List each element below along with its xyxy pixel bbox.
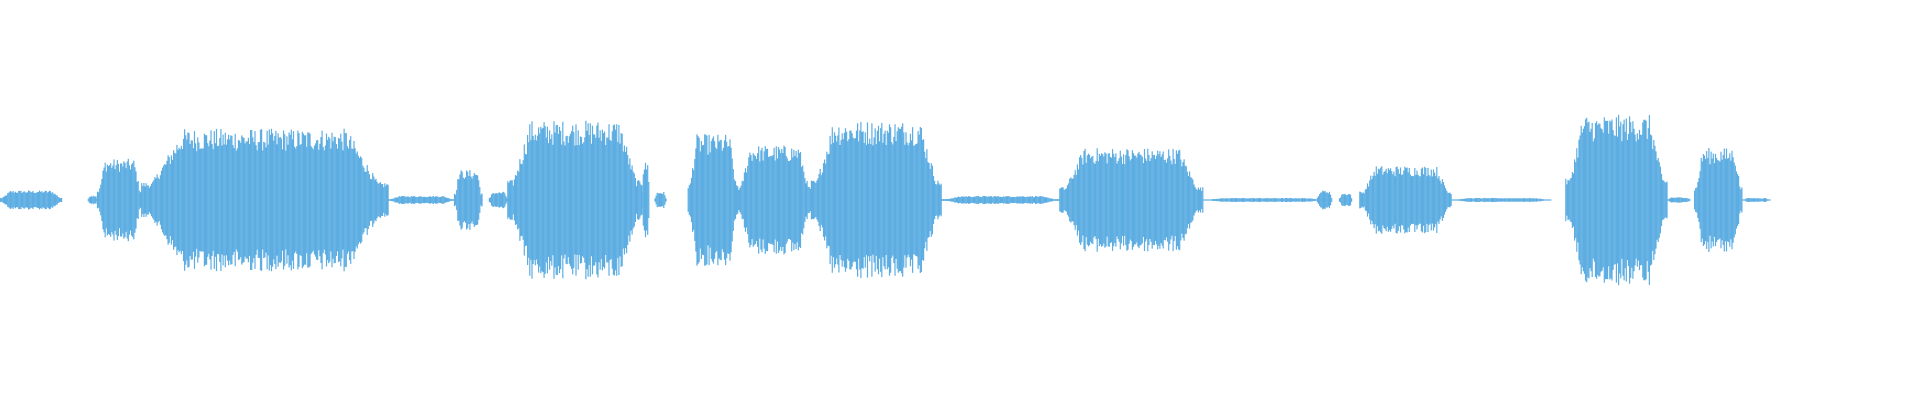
waveform-segment bbox=[1741, 198, 1771, 202]
waveform-segment bbox=[737, 145, 812, 255]
waveform-segment bbox=[687, 134, 739, 266]
waveform-segment bbox=[1316, 190, 1333, 210]
waveform-segment bbox=[507, 120, 643, 280]
waveform-segment bbox=[1059, 148, 1204, 252]
waveform-segment bbox=[96, 158, 143, 242]
waveform-segment bbox=[387, 195, 455, 205]
waveform-segment bbox=[1693, 148, 1743, 252]
waveform-segment bbox=[453, 170, 483, 230]
waveform-segment bbox=[1451, 197, 1552, 203]
waveform-segment bbox=[1666, 197, 1691, 203]
waveform-segment bbox=[488, 191, 508, 209]
waveform-segment bbox=[941, 195, 1061, 205]
waveform-segment bbox=[1565, 114, 1668, 286]
waveform-segment bbox=[641, 162, 650, 238]
waveform-segment bbox=[1202, 198, 1328, 202]
waveform-segment bbox=[654, 191, 667, 209]
waveform-segment bbox=[141, 128, 389, 272]
waveform-segment bbox=[810, 121, 942, 279]
waveform-segment bbox=[87, 195, 98, 205]
waveform-segment bbox=[1338, 193, 1353, 207]
waveform-segment bbox=[0, 190, 63, 210]
waveform-segment bbox=[1359, 166, 1452, 234]
